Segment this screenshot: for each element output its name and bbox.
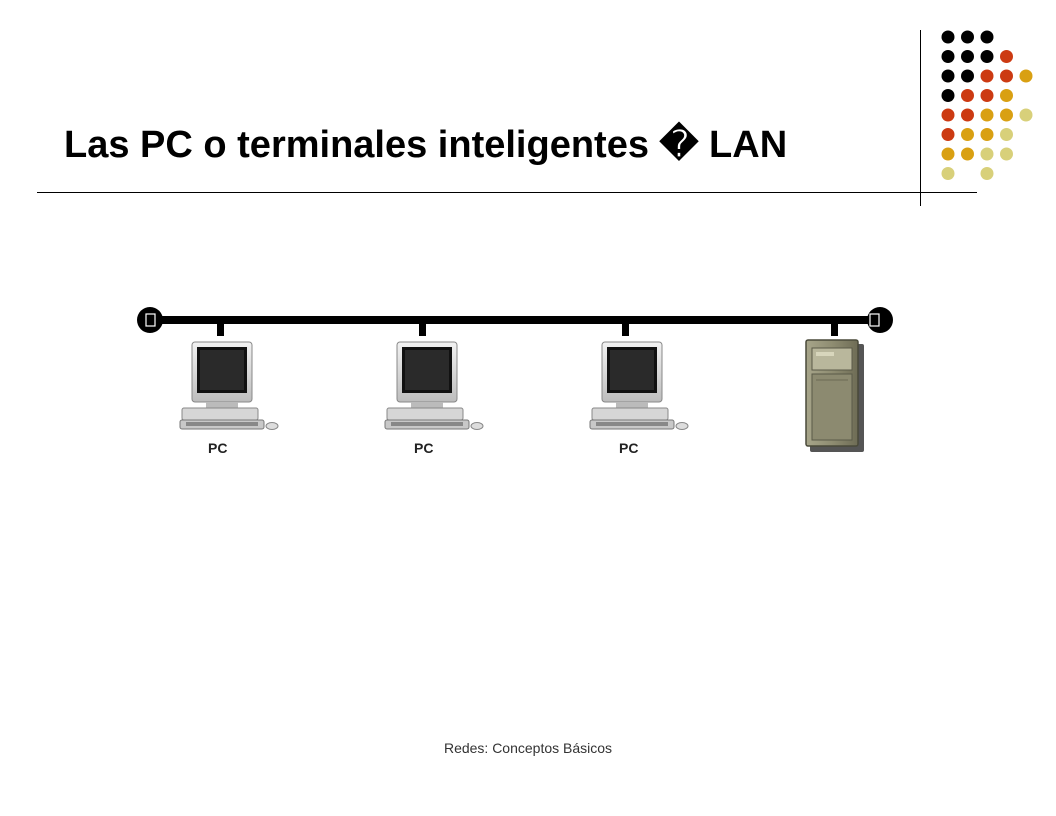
- decorative-dot: [980, 167, 994, 180]
- decorative-dot: [1000, 128, 1013, 141]
- decorative-dot: [1019, 108, 1033, 122]
- pc-node-1: PC: [179, 341, 279, 456]
- decorative-dot: [980, 108, 994, 122]
- pc-label-1: PC: [208, 440, 227, 456]
- decorative-dot: [980, 89, 994, 102]
- decorative-dot: [941, 108, 955, 122]
- decorative-dot: [980, 69, 994, 83]
- title-divider-horizontal: [37, 192, 977, 193]
- terminator-left: [137, 307, 163, 333]
- bus-cable: [150, 316, 880, 324]
- drop-line-2: [419, 320, 426, 336]
- decorative-dot: [980, 147, 994, 161]
- pc-label-2: PC: [414, 440, 433, 456]
- decorative-dot: [961, 30, 974, 44]
- server-icon: [805, 339, 864, 452]
- decorative-dot: [941, 147, 955, 161]
- slide-footer: Redes: Conceptos Básicos: [443, 740, 613, 756]
- decorative-dot: [980, 30, 994, 44]
- decorative-dot: [941, 167, 955, 180]
- decorative-dot: [980, 128, 994, 141]
- slide-title: Las PC o terminales inteligentes � LAN: [64, 124, 788, 166]
- decorative-dot: [1000, 108, 1013, 122]
- decorative-dot: [1019, 69, 1033, 83]
- terminator-right: [867, 307, 893, 333]
- server-node: [805, 339, 864, 452]
- decorative-dot: [1000, 89, 1013, 102]
- decorative-dot: [941, 69, 955, 83]
- decorative-dot: [941, 50, 955, 63]
- title-divider-vertical: [920, 30, 921, 206]
- decorative-dot: [980, 50, 994, 63]
- decorative-dot: [1000, 50, 1013, 63]
- decorative-dot-grid: [941, 30, 1033, 180]
- pc-label-3: PC: [619, 440, 638, 456]
- decorative-dot: [941, 89, 955, 102]
- pc-node-2: PC: [384, 341, 484, 456]
- decorative-dot: [941, 128, 955, 141]
- decorative-dot: [961, 128, 974, 141]
- decorative-dot: [961, 50, 974, 63]
- decorative-dot: [961, 108, 974, 122]
- decorative-dot: [961, 69, 974, 83]
- decorative-dot: [1000, 147, 1013, 161]
- computer-icon: [179, 341, 279, 430]
- computer-icon: [384, 341, 484, 430]
- computer-icon: [589, 341, 689, 430]
- decorative-dot: [941, 30, 955, 44]
- decorative-dot: [1000, 69, 1013, 83]
- decorative-dot: [961, 89, 974, 102]
- drop-line-3: [622, 320, 629, 336]
- drop-line-4: [831, 320, 838, 336]
- pc-node-3: PC: [589, 341, 689, 456]
- decorative-dot: [961, 147, 974, 161]
- drop-line-1: [217, 320, 224, 336]
